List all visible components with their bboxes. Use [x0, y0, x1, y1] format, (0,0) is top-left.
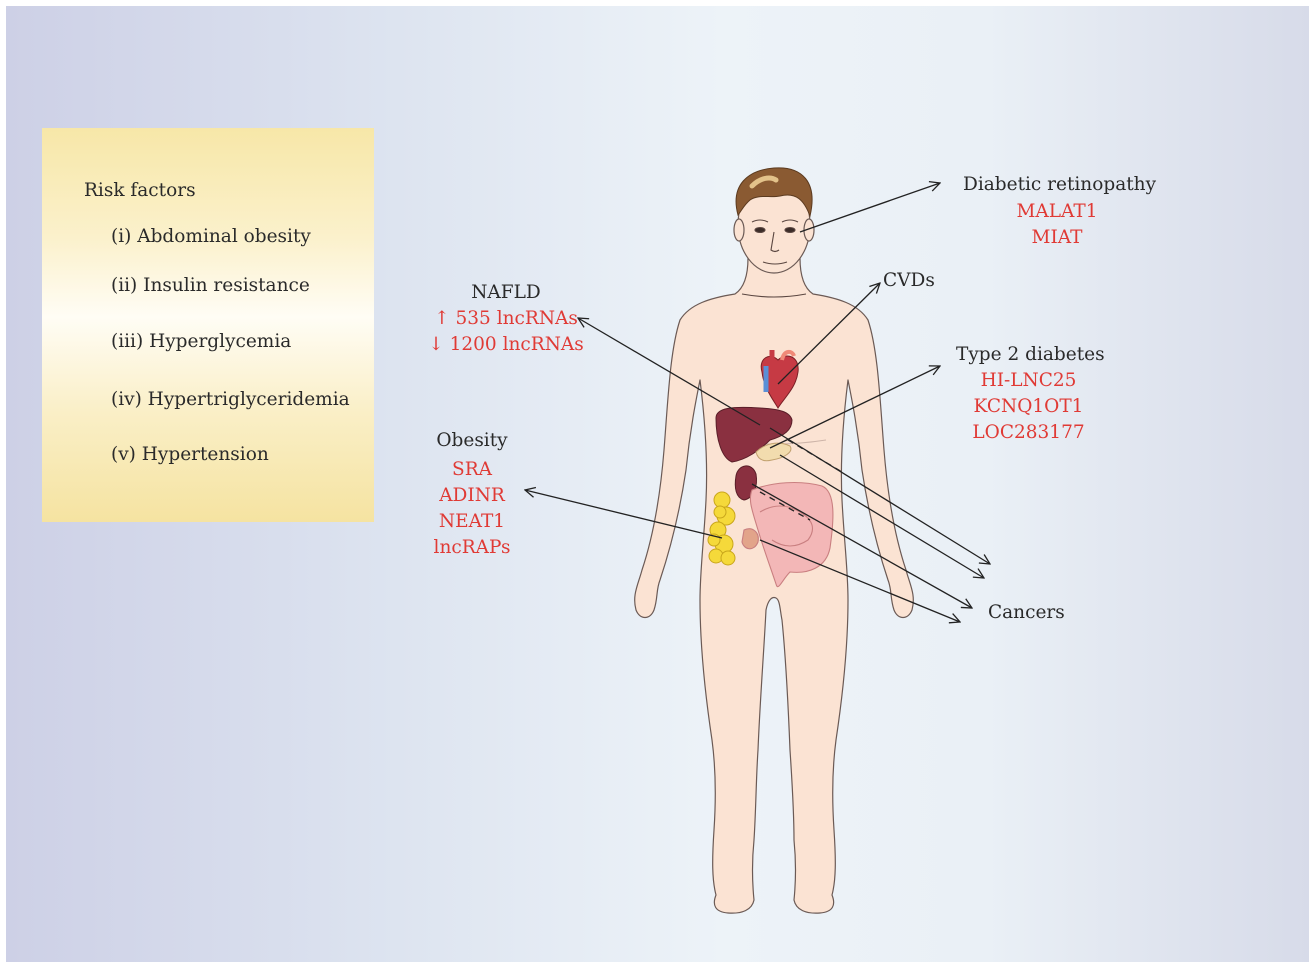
gene-lncraps: lncRAPs	[412, 537, 532, 558]
label-obesity: Obesity	[412, 430, 532, 451]
gene-adinr: ADINR	[412, 485, 532, 506]
gene-miat: MIAT	[963, 227, 1151, 248]
label-type-2-diabetes: Type 2 diabetes	[956, 344, 1101, 365]
label-diabetic-retinopathy: Diabetic retinopathy	[963, 174, 1156, 195]
label-cancers: Cancers	[988, 602, 1065, 623]
nafld-upregulated: ↑ 535 lncRNAs	[412, 308, 600, 329]
gene-hi-lnc25: HI-LNC25	[956, 370, 1101, 391]
label-cvds: CVDs	[883, 270, 935, 291]
gene-sra: SRA	[412, 459, 532, 480]
gene-neat1: NEAT1	[412, 511, 532, 532]
label-nafld: NAFLD	[412, 282, 600, 303]
nafld-downregulated: ↓ 1200 lncRNAs	[412, 334, 600, 355]
gene-kcnq1ot1: KCNQ1OT1	[956, 396, 1101, 417]
gene-malat1: MALAT1	[963, 201, 1151, 222]
gene-loc283177: LOC283177	[956, 422, 1101, 443]
